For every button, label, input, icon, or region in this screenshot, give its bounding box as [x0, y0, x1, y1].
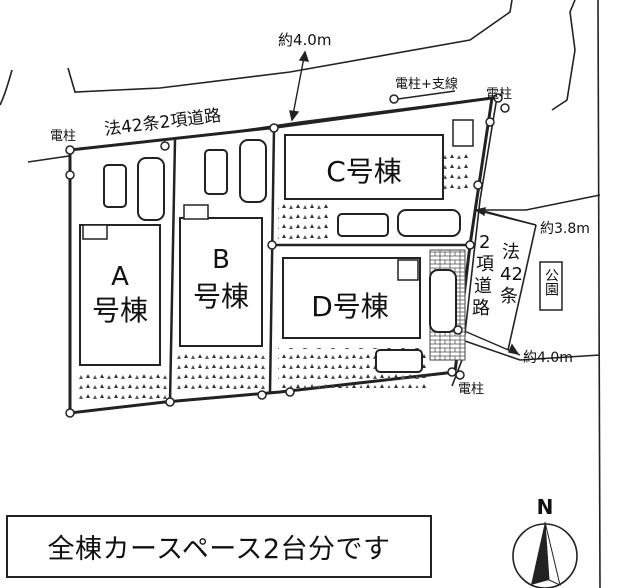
building-d	[282, 257, 421, 339]
svg-text:条: 条	[500, 286, 518, 307]
east-road-label: 法 42 条 2 項 道 路	[472, 232, 523, 319]
car-a2	[137, 157, 165, 221]
building-c-label: C号棟	[326, 155, 402, 188]
building-b-label-2: 号棟	[193, 280, 249, 313]
building-a-label-2: 号棟	[92, 294, 148, 327]
pole-west-label: 電柱	[50, 129, 76, 144]
parking-cars	[103, 139, 461, 373]
svg-text:道: 道	[474, 276, 492, 297]
car-a1	[103, 164, 127, 208]
caption-box: 全棟カースペース2台分です	[6, 515, 432, 578]
pole-southeast-label: 電柱	[458, 382, 484, 397]
building-b-label-1: B	[212, 245, 230, 275]
svg-text:42: 42	[500, 264, 523, 285]
compass-needle-icon	[531, 522, 549, 585]
compass-north-label: N	[537, 495, 554, 519]
building-a	[79, 224, 161, 366]
car-c2	[397, 209, 461, 237]
pole-northeast-icon	[500, 103, 510, 113]
east-road-width-north-label: 約3.8m	[540, 221, 590, 237]
car-b1	[204, 149, 228, 195]
landscaping	[78, 150, 470, 404]
park-label-box: 公園	[539, 261, 563, 311]
caption-text: 全棟カースペース2台分です	[47, 534, 391, 565]
car-b2	[239, 139, 267, 203]
boundary-markers	[65, 93, 503, 418]
park-label: 公園	[543, 268, 559, 296]
utility-poles	[65, 90, 510, 380]
car-c1	[337, 213, 389, 237]
pole-west-icon	[65, 145, 75, 155]
svg-text:2: 2	[479, 232, 490, 253]
car-d1	[429, 269, 457, 333]
dimension-lines	[289, 50, 537, 356]
east-road-width-south-label: 約4.0m	[523, 350, 573, 366]
building-c	[284, 119, 474, 200]
pole-northeast-label: 電柱	[486, 87, 512, 102]
compass: N	[512, 495, 578, 588]
svg-text:路: 路	[472, 298, 490, 319]
building-a-label-1: A	[111, 262, 129, 292]
pole-southeast-icon	[455, 370, 465, 380]
car-d2	[375, 349, 423, 373]
pole-stay-icon	[389, 94, 399, 104]
pole-with-stay-label: 電柱+支線	[395, 76, 458, 92]
building-b	[179, 204, 263, 347]
svg-text:法: 法	[502, 242, 520, 263]
building-d-label: D号棟	[311, 290, 389, 323]
north-road-width-label: 約4.0m	[278, 31, 331, 49]
svg-text:項: 項	[476, 254, 494, 275]
